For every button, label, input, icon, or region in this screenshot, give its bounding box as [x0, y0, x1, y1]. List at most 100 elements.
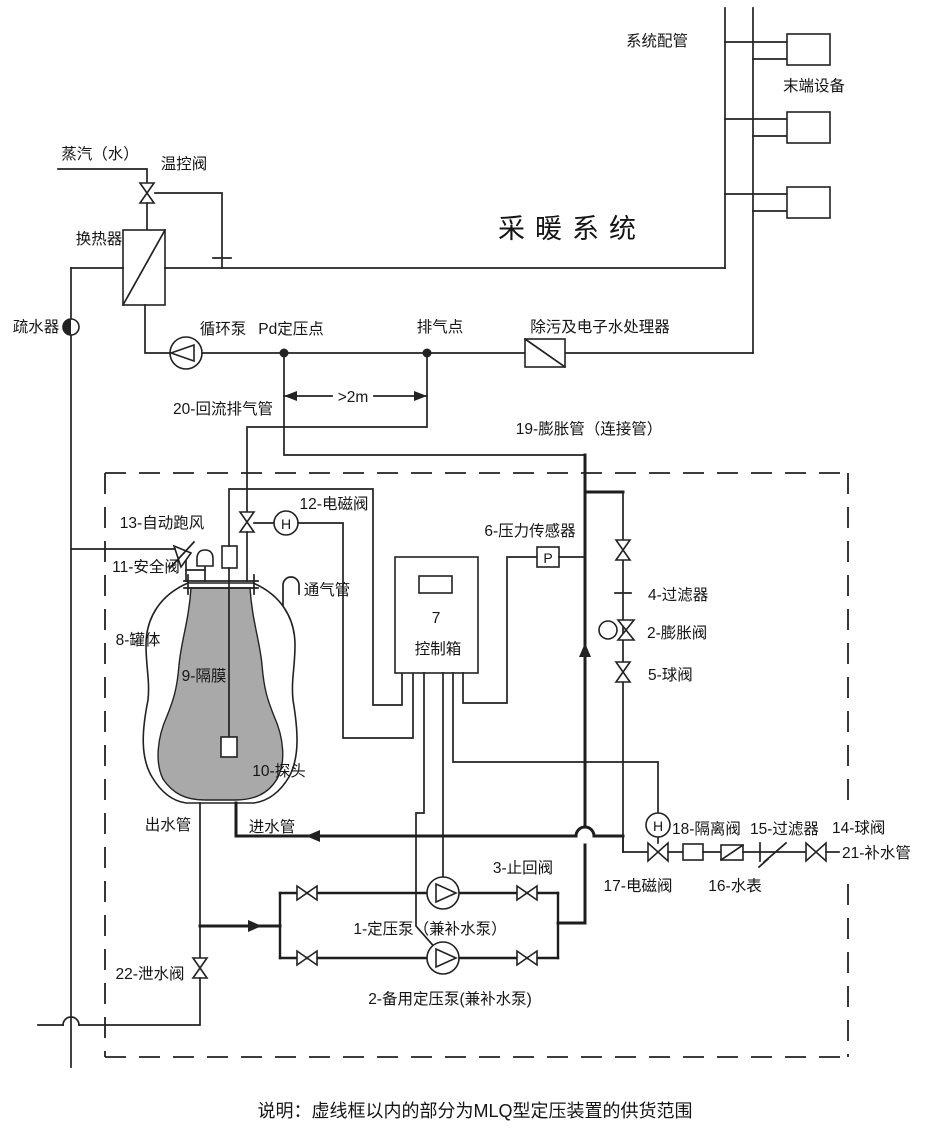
label-tank-body-8: 8-罐体 — [116, 631, 161, 649]
pump-suction-valve-icon — [296, 884, 318, 902]
label-auto-air-vent: 13-自动跑风 — [120, 514, 205, 532]
isolation-valve-18-actuator-icon — [645, 812, 671, 838]
inlet-pipe — [234, 801, 578, 838]
check-valve-foot — [757, 857, 770, 869]
heat-exchanger-diagonal — [121, 228, 167, 307]
flow-arrow-up-icon — [579, 643, 591, 657]
label-solenoid-valve-12: 12-电磁阀 — [300, 495, 369, 513]
check-valve-3-icon — [516, 884, 538, 902]
expansion-valve-actuator — [598, 620, 618, 640]
label-inlet-pipe: 进水管 — [249, 818, 296, 836]
label-steam-water: 蒸汽（水） — [61, 145, 139, 163]
drain-valve-22-icon — [191, 957, 209, 979]
label-water-meter-16: 16-水表 — [708, 877, 761, 895]
supply-scope-border — [104, 472, 849, 1058]
flow-arrow-right-icon — [248, 920, 262, 932]
label-heating-system: 采暖系统 — [498, 214, 646, 244]
solenoid-valve-17-icon — [647, 841, 669, 863]
label-heat-exchanger: 换热器 — [76, 230, 123, 248]
right-valve-train — [598, 491, 636, 853]
system-piping-risers — [724, 7, 831, 354]
tank-assembly — [70, 488, 625, 959]
label-actuator-h18: H — [653, 818, 663, 834]
label-makeup-pipe-21: 21-补水管 — [842, 844, 911, 862]
flow-arrow-left-icon — [306, 830, 320, 842]
drain-pipe-hop — [62, 1016, 80, 1026]
caption: 说明：虚线框以内的部分为MLQ型定压装置的供货范围 — [257, 1101, 692, 1121]
ball-valve-5-icon — [614, 661, 632, 683]
ball-valve-14-icon — [805, 841, 827, 863]
arrow-left-icon — [284, 391, 297, 401]
label-pressure-sensor-6: 6-压力传感器 — [484, 522, 576, 540]
safety-valve-11-icon — [172, 544, 193, 569]
label-system-piping: 系统配管 — [626, 32, 688, 50]
dimension — [283, 391, 428, 401]
label-solenoid-valve-17: 17-电磁阀 — [604, 877, 673, 895]
solenoid-18-wire — [452, 672, 659, 814]
label-circulation-pump: 循环泵 — [200, 320, 247, 338]
label-actuator-h12: H — [281, 516, 291, 532]
control-box-display — [418, 575, 453, 594]
safety-valve-lever — [168, 540, 196, 570]
pump-circuit — [198, 876, 587, 975]
probe-10-icon — [220, 736, 238, 758]
pump-impeller — [435, 947, 458, 969]
solenoid-12-wire — [297, 522, 414, 739]
mains — [164, 267, 754, 370]
solenoid-valve-12-icon — [238, 511, 256, 533]
auto-air-vent-13-icon — [196, 549, 214, 567]
probe-signal-wire — [228, 488, 403, 706]
sensing-line — [154, 192, 223, 269]
label-vent-tube: 通气管 — [304, 581, 351, 599]
probe-gland-fitting — [221, 545, 238, 569]
label-steam-trap: 疏水器 — [13, 318, 60, 336]
temp-control-valve-icon — [138, 182, 156, 204]
label-distance: >2m — [338, 389, 369, 406]
label-probe-10: 10-探头 — [252, 762, 305, 780]
makeup-pipe — [622, 835, 649, 853]
expansion-valve-2-icon — [616, 619, 636, 641]
label-ball-valve-14: 14-球阀 — [832, 819, 885, 837]
label-check-valve-3: 3-止回阀 — [493, 859, 553, 877]
terminal-unit-box — [786, 111, 831, 144]
label-expansion-valve-2: 2-膨胀阀 — [647, 624, 707, 642]
steam-circuit — [57, 168, 232, 1068]
drain-pipe — [78, 977, 201, 1026]
vent-return-pipe — [238, 352, 428, 739]
label-sensor-p: P — [543, 550, 552, 566]
pump-impeller — [435, 882, 458, 904]
dirt-separator-diagonal — [523, 337, 567, 369]
inlet-pipe-hop — [574, 825, 596, 838]
label-backup-pump-2: 2-备用定压泵(兼补水泵) — [368, 990, 532, 1008]
label-return-vent-pipe: 20-回流排气管 — [173, 400, 273, 418]
arrow-right-icon — [414, 391, 427, 401]
label-diaphragm-9: 9-隔膜 — [182, 667, 227, 685]
label-pd-point: Pd定压点 — [258, 320, 323, 338]
steam-trap-fill — [63, 319, 71, 335]
label-controller-number: 7 — [432, 610, 441, 627]
filter-15-diagonal — [719, 843, 745, 862]
pump-suction-valve-icon — [296, 949, 318, 967]
label-dirt-separator: 除污及电子水处理器 — [530, 318, 670, 336]
label-controller: 控制箱 — [415, 640, 462, 658]
check-valve-icon — [516, 949, 538, 967]
terminal-unit-box — [786, 33, 831, 66]
label-outlet-pipe: 出水管 — [145, 816, 192, 834]
vent-tube-icon — [282, 576, 300, 606]
label-pressure-pump-1: 1-定压泵（兼补水泵） — [353, 920, 506, 938]
label-filter-15: 15-过滤器 — [750, 820, 819, 838]
steam-supply-pipe — [57, 168, 148, 184]
pump2-power-wire — [415, 672, 440, 953]
circulation-pump-impeller — [168, 343, 195, 363]
label-isolation-valve-18: 18-隔离阀 — [672, 820, 741, 838]
terminal-unit-box — [786, 186, 831, 219]
pressure-sensor — [536, 546, 586, 568]
label-ball-valve-5: 5-球阀 — [648, 666, 693, 684]
drain-line — [37, 957, 209, 1026]
label-drain-valve-22: 22-泄水阀 — [116, 965, 185, 983]
pressure-sensor-wire — [462, 556, 538, 704]
control-box — [394, 556, 659, 953]
label-vent-point: 排气点 — [417, 318, 464, 336]
